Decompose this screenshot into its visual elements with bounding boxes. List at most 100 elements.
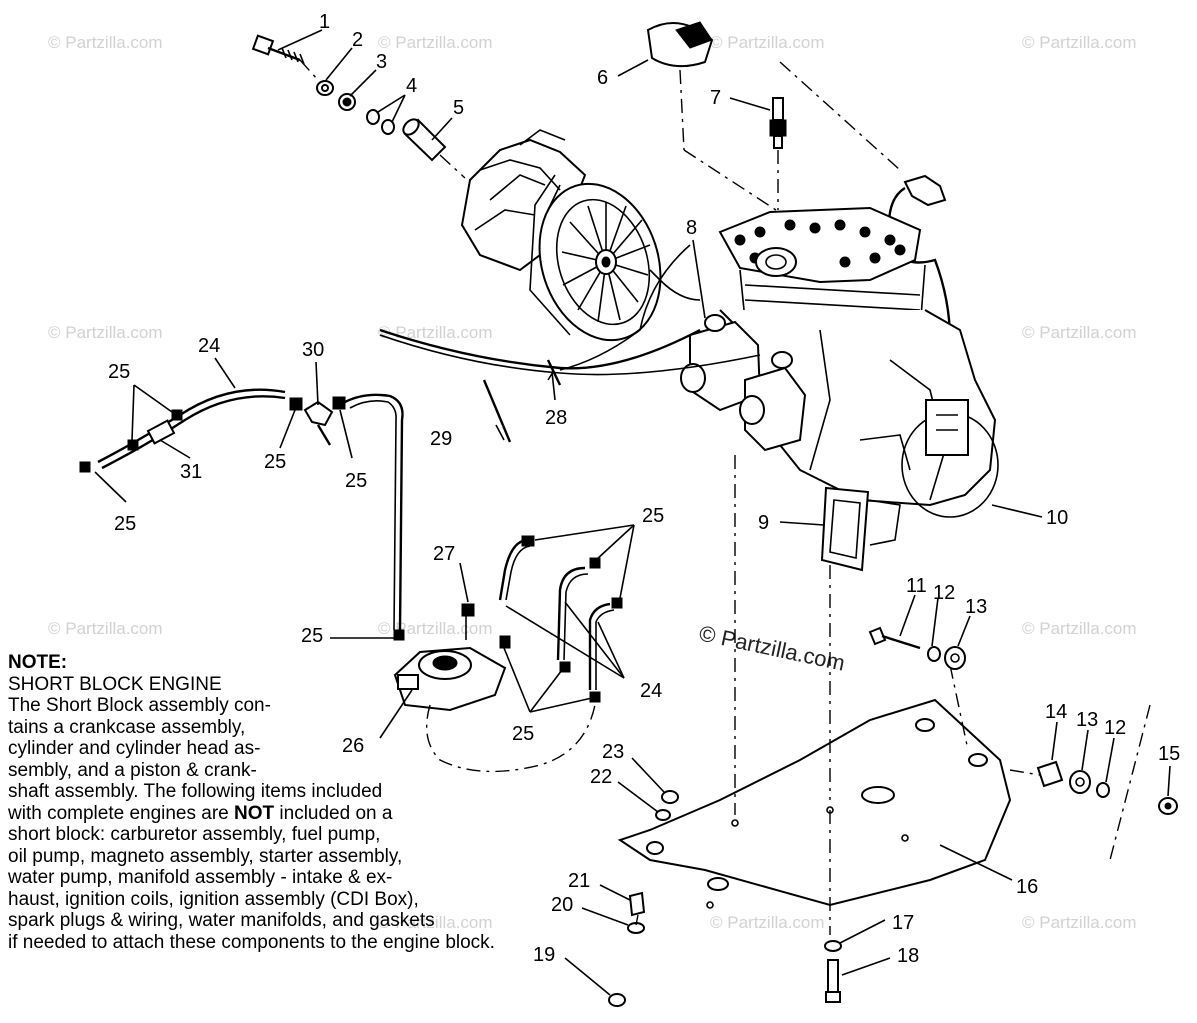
fuel-filter	[146, 419, 176, 445]
ignition-coil	[925, 399, 969, 456]
callout-27: 27	[433, 543, 455, 565]
note-line: cylinder and cylinder head as-	[8, 738, 261, 759]
callout-25: 25	[108, 361, 130, 383]
nut-19	[608, 993, 626, 1007]
watermark: © Partzilla.com	[378, 619, 493, 638]
bolt-18	[827, 959, 839, 993]
note-line: haust, ignition coils, ignition assembly…	[8, 888, 419, 910]
note-line: The Short Block assembly con-	[8, 695, 271, 716]
callout-15: 15	[1158, 743, 1180, 765]
callout-24: 24	[198, 335, 220, 357]
watermark: © Partzilla.com	[1022, 323, 1137, 342]
stud-21	[628, 891, 646, 917]
callout-13: 13	[1076, 709, 1098, 731]
short-block-note: NOTE: SHORT BLOCK ENGINE The Short Block…	[8, 652, 495, 953]
engine-plate	[617, 698, 1012, 907]
engine-block	[718, 206, 999, 518]
note-line: with complete engines are NOT included o…	[8, 803, 478, 825]
note-line: SHORT BLOCK ENGINE	[8, 673, 222, 695]
note-text: with complete engines are	[8, 802, 235, 824]
bolt-head	[868, 626, 887, 646]
callout-31: 31	[180, 461, 202, 483]
callout-17: 17	[892, 912, 914, 934]
note-line: oil pump, magneto assembly, starter asse…	[8, 845, 403, 867]
callout-2: 2	[352, 29, 363, 51]
callout-25: 25	[512, 723, 534, 745]
callout-25: 25	[345, 470, 367, 492]
note-title: NOTE:	[8, 652, 68, 673]
washer	[927, 646, 941, 662]
washer-22	[655, 809, 671, 821]
carburetor-assembly	[379, 244, 807, 452]
callout-7: 7	[710, 87, 721, 109]
note-line: short block: carburetor assembly, fuel p…	[8, 824, 381, 845]
hose-clamp	[393, 629, 405, 641]
washer	[1096, 782, 1110, 798]
fuel-line	[97, 388, 286, 464]
callout-25: 25	[301, 625, 323, 647]
hose-clamp	[171, 409, 183, 421]
spark-plug	[772, 97, 784, 121]
callout-labels: 1 2 3 4 5 6 7 8 9 10 11 12 13 14 13 12 1…	[108, 11, 1180, 967]
callout-25: 25	[264, 451, 286, 473]
choke-cable	[559, 244, 691, 371]
hose-clamp	[127, 439, 139, 451]
callout-12: 12	[933, 582, 955, 604]
t-fitting	[303, 400, 334, 427]
throttle-cable	[379, 328, 701, 370]
hose-clamp	[289, 397, 303, 411]
callout-24: 24	[640, 680, 662, 702]
watermark: © Partzilla.com	[48, 323, 163, 342]
callout-25: 25	[114, 513, 136, 535]
clutch-bolt-stack	[251, 34, 466, 179]
note-emphasis: NOT	[234, 802, 275, 824]
fuel-line	[344, 393, 404, 631]
note-line: tains a crankcase assembly,	[8, 716, 246, 738]
callout-12: 12	[1104, 717, 1126, 739]
hose-clamp	[79, 461, 91, 473]
o-ring	[366, 109, 380, 125]
leader-lines	[94, 29, 1171, 996]
watermark: © Partzilla.com	[48, 33, 163, 52]
callout-25: 25	[642, 505, 664, 527]
callout-23: 23	[602, 741, 624, 763]
watermark: © Partzilla.com	[378, 323, 493, 342]
note-line: shaft assembly. The following items incl…	[8, 781, 383, 802]
callout-10: 10	[1046, 507, 1068, 529]
watermark: © Partzilla.com	[1022, 33, 1137, 52]
washer-17	[824, 940, 842, 952]
callout-28: 28	[545, 407, 567, 429]
watermark: © Partzilla.com	[1022, 619, 1137, 638]
spark-plug-cap	[903, 174, 947, 207]
grommet	[1069, 770, 1091, 794]
note-text: included on a	[274, 802, 393, 824]
callout-19: 19	[533, 944, 555, 966]
callout-20: 20	[551, 894, 573, 916]
watermark: © Partzilla.com	[48, 619, 163, 638]
watermark: © Partzilla.com	[710, 33, 825, 52]
callout-1: 1	[319, 11, 330, 33]
callout-8: 8	[686, 217, 697, 239]
callout-11: 11	[906, 575, 927, 597]
callout-3: 3	[376, 51, 387, 73]
hose-clamp	[332, 396, 346, 410]
intake-flange	[820, 486, 870, 572]
callout-4: 4	[406, 75, 417, 97]
watermark: © Partzilla.com	[378, 33, 493, 52]
pin-29	[482, 379, 512, 443]
callout-29: 29	[430, 428, 452, 450]
cylinder-head-parts	[646, 21, 952, 390]
note-line: if needed to attach these components to …	[8, 931, 495, 953]
callout-6: 6	[597, 67, 608, 89]
callout-14: 14	[1045, 701, 1067, 723]
callout-30: 30	[302, 339, 324, 361]
fitting-27	[461, 603, 475, 617]
callout-16: 16	[1016, 876, 1038, 898]
watermark: © Partzilla.com	[1022, 913, 1137, 932]
nut-23	[661, 790, 679, 804]
watermark: © Partzilla.com	[710, 913, 825, 932]
callout-22: 22	[590, 766, 612, 788]
callout-5: 5	[453, 97, 464, 119]
